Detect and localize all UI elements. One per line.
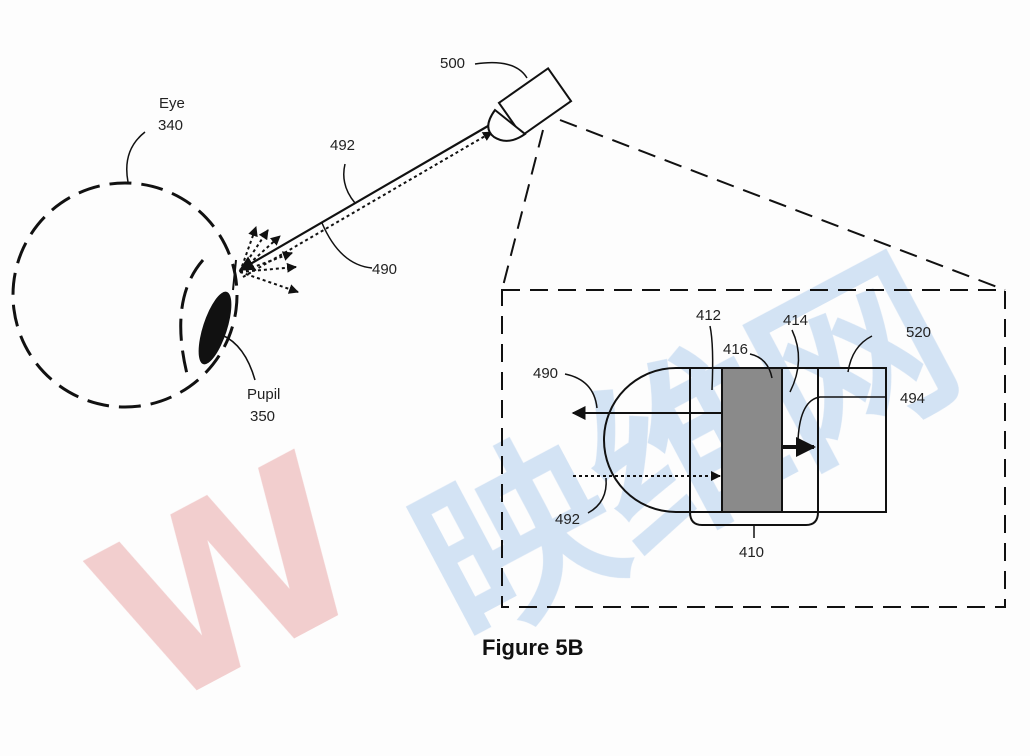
device-leader xyxy=(474,61,528,79)
inset-lens xyxy=(603,367,690,513)
zoom-line-left xyxy=(501,129,544,291)
device-500 xyxy=(474,61,573,142)
labels: Eye 340 Pupil 350 500 492 490 412 414 41… xyxy=(158,55,931,561)
label-410: 410 xyxy=(739,544,764,561)
leader-494 xyxy=(797,396,886,441)
eye-outline xyxy=(11,181,239,409)
reflected-rays xyxy=(239,226,299,294)
leader-490 xyxy=(321,222,373,269)
leader-414 xyxy=(789,329,800,393)
pupil-leader xyxy=(221,334,256,381)
label-eye: Eye xyxy=(159,95,185,112)
label-500: 500 xyxy=(440,55,465,72)
leader-492 xyxy=(343,163,356,204)
leader-416 xyxy=(749,353,773,379)
zoom-lines xyxy=(501,119,1006,291)
beam-490 xyxy=(238,125,489,271)
zoom-line-right xyxy=(559,119,1006,291)
label-414: 414 xyxy=(783,312,808,329)
cornea-outline xyxy=(179,259,205,379)
label-494: 494 xyxy=(900,390,925,407)
label-pupil-ref: 350 xyxy=(250,408,275,425)
inset-frame xyxy=(501,289,1006,608)
label-412: 412 xyxy=(696,307,721,324)
device-lens xyxy=(487,108,527,142)
label-490-inset: 490 xyxy=(533,365,558,382)
beam-492 xyxy=(242,131,493,278)
label-492-inset: 492 xyxy=(555,511,580,528)
label-490-upper: 490 xyxy=(372,261,397,278)
leader-412 xyxy=(709,325,714,391)
figure-caption: Figure 5B xyxy=(482,635,583,660)
device-body xyxy=(497,67,573,137)
label-520: 520 xyxy=(906,324,931,341)
beams xyxy=(238,125,493,278)
sensor-housing-520 xyxy=(689,367,887,513)
eye-340 xyxy=(11,131,256,409)
watermark-logo: W xyxy=(56,406,405,756)
watermark: W 映维网 xyxy=(56,220,990,756)
label-492-upper: 492 xyxy=(330,137,355,154)
inset-detail xyxy=(501,289,1006,608)
leader-492-inset xyxy=(587,477,607,514)
cornea-tick xyxy=(232,259,237,291)
leader-520 xyxy=(847,335,873,373)
label-416: 416 xyxy=(723,341,748,358)
label-eye-ref: 340 xyxy=(158,117,183,134)
leader-490-inset xyxy=(564,373,598,409)
filter-416 xyxy=(721,367,783,513)
eye-leader xyxy=(126,131,146,183)
label-pupil: Pupil xyxy=(247,386,280,403)
pupil-350 xyxy=(198,291,232,365)
ray-6 xyxy=(239,271,299,294)
